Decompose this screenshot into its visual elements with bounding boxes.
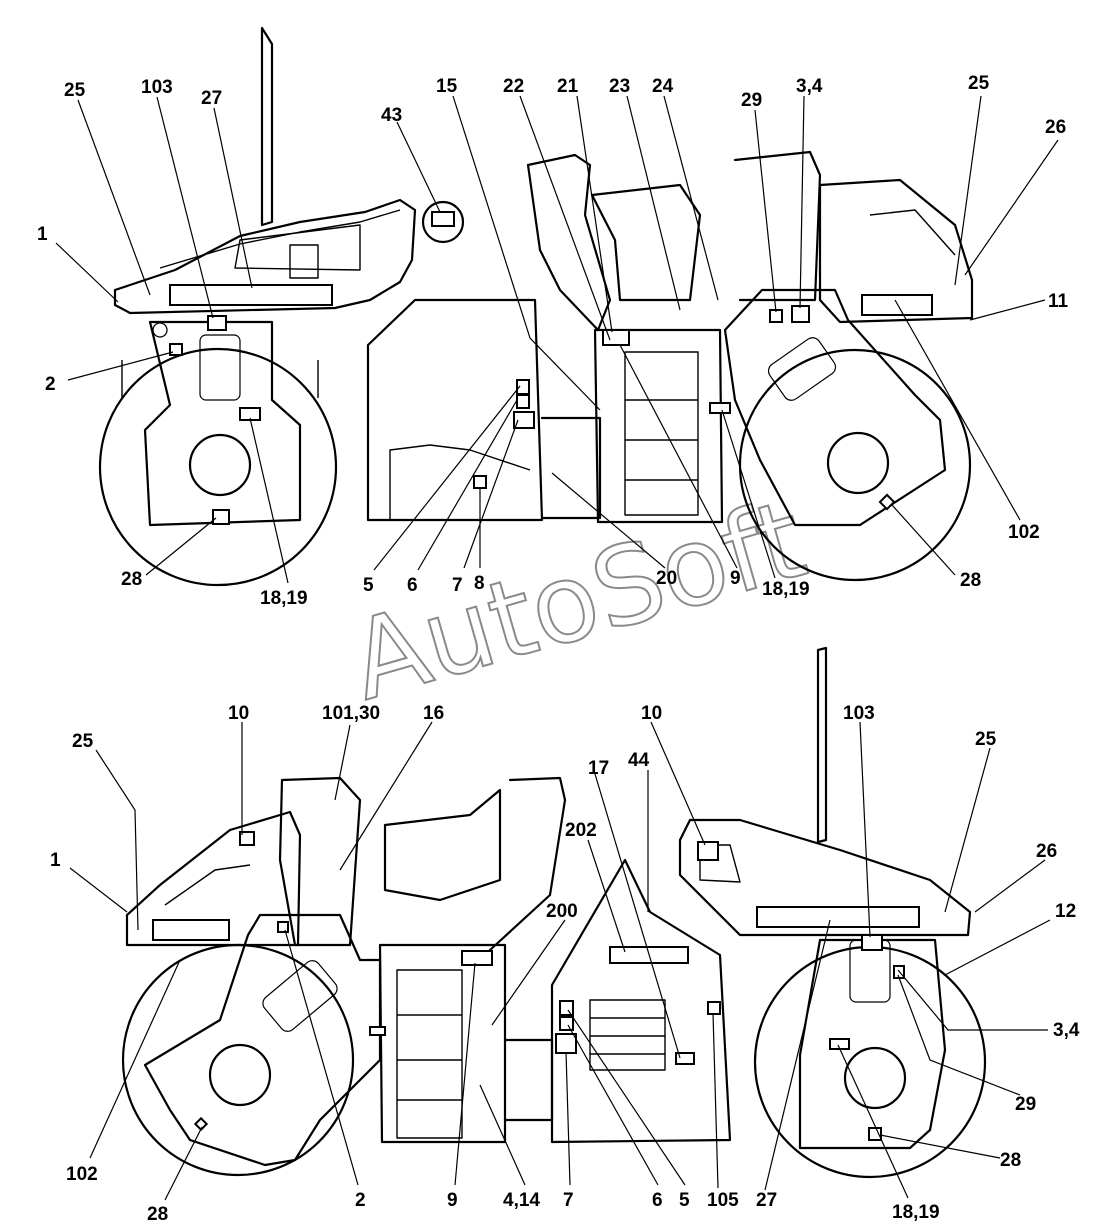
callout-label: 27 — [756, 1190, 777, 1211]
callout-label: 25 — [968, 73, 990, 94]
callout-label: 18,19 — [762, 579, 810, 600]
callout-label: 22 — [503, 76, 524, 97]
callout-label: 44 — [628, 750, 650, 771]
top-leader-lines — [55, 95, 1059, 584]
callout-label: 7 — [452, 575, 463, 596]
callout-label: 9 — [730, 568, 741, 589]
callout-label: 16 — [423, 703, 444, 724]
callout-label: 200 — [546, 901, 578, 922]
callout-label: 27 — [201, 88, 222, 109]
bottom-leader-lines — [69, 721, 1051, 1201]
callout-label: 20 — [656, 568, 677, 589]
callout-label: 25 — [64, 80, 86, 101]
callout-label: 15 — [436, 76, 458, 97]
callout-label: 23 — [609, 76, 630, 97]
callout-label: 202 — [565, 820, 597, 841]
callout-label: 5 — [363, 575, 374, 596]
callout-label: 103 — [141, 77, 173, 98]
callout-label: 28 — [121, 569, 142, 590]
callout-label: 29 — [1015, 1094, 1036, 1115]
callout-label: 8 — [474, 573, 485, 594]
callout-label: 9 — [447, 1190, 458, 1211]
callout-label: 101,30 — [322, 703, 380, 724]
callout-label: 18,19 — [260, 588, 308, 609]
top-callout-labels: 25 103 27 1 2 43 15 22 21 23 24 29 3,4 2… — [37, 73, 1069, 609]
callout-label: 7 — [563, 1190, 574, 1211]
callout-label: 24 — [652, 76, 674, 97]
callout-label: 6 — [407, 575, 418, 596]
callout-label: 102 — [66, 1164, 98, 1185]
roller-side-view-bottom — [121, 646, 987, 1179]
bottom-callout-labels: 25 10 101,30 16 10 17 44 103 25 1 202 20… — [50, 703, 1080, 1225]
callout-label: 4,14 — [503, 1190, 540, 1211]
callout-label: 28 — [147, 1204, 168, 1225]
callout-label: 10 — [641, 703, 662, 724]
callout-label: 43 — [381, 105, 402, 126]
callout-label: 103 — [843, 703, 875, 724]
callout-label: 26 — [1036, 841, 1057, 862]
callout-label: 12 — [1055, 901, 1076, 922]
callout-label: 26 — [1045, 117, 1066, 138]
callout-label: 25 — [975, 729, 997, 750]
callout-label: 18,19 — [892, 1202, 940, 1223]
callout-label: 102 — [1008, 522, 1040, 543]
callout-label: 2 — [355, 1190, 366, 1211]
roller-side-view-top — [98, 26, 974, 587]
watermark-text: AutoSoft — [338, 477, 818, 725]
callout-label: 25 — [72, 731, 94, 752]
callout-label: 1 — [37, 224, 48, 245]
callout-label: 3,4 — [796, 76, 823, 97]
callout-label: 17 — [588, 758, 609, 779]
callout-label: 6 — [652, 1190, 663, 1211]
callout-label: 5 — [679, 1190, 690, 1211]
callout-label: 105 — [707, 1190, 739, 1211]
callout-label: 1 — [50, 850, 61, 871]
callout-label: 2 — [45, 374, 56, 395]
callout-label: 28 — [1000, 1150, 1021, 1171]
callout-label: 21 — [557, 76, 579, 97]
callout-label: 11 — [1048, 291, 1069, 312]
callout-label: 3,4 — [1053, 1020, 1080, 1041]
callout-label: 10 — [228, 703, 249, 724]
callout-label: 29 — [741, 90, 762, 111]
callout-label: 28 — [960, 570, 981, 591]
